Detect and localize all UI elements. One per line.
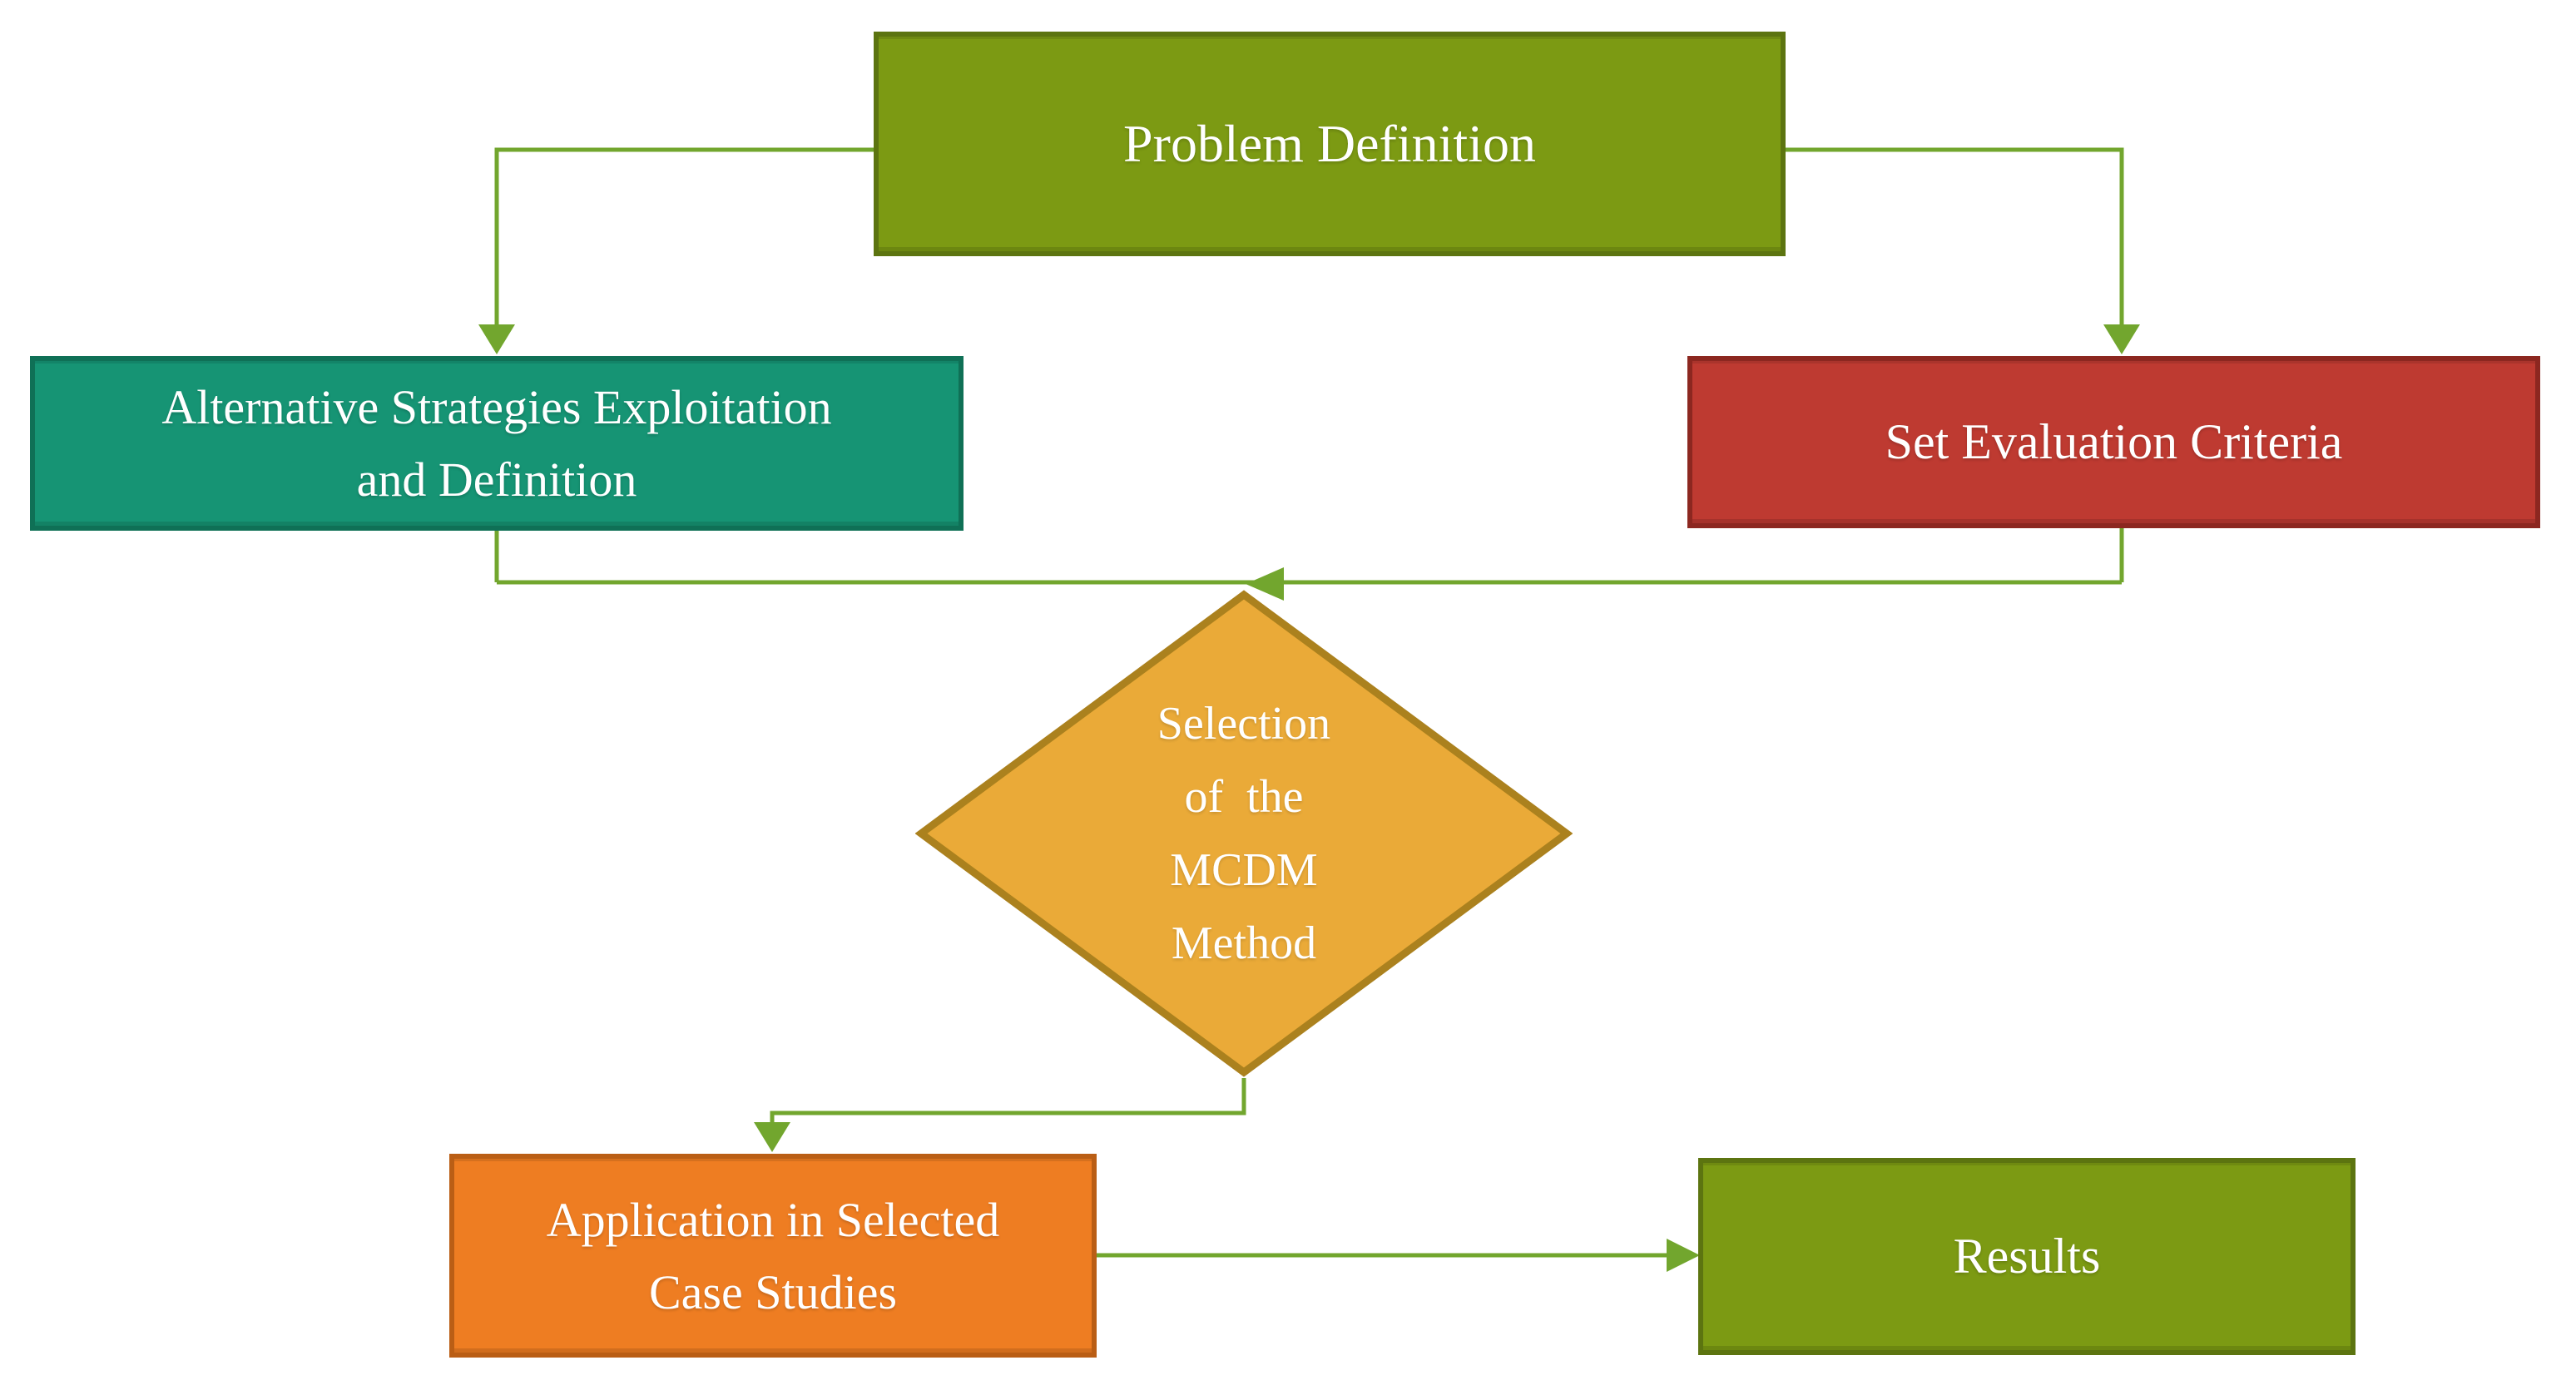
connector-problem-to-alternatives (478, 147, 874, 354)
arrowhead-down-icon (478, 324, 515, 354)
node-results: Results (1698, 1158, 2356, 1355)
diamond-label: Selection of the MCDM Method (915, 589, 1573, 1078)
arrowhead-down-icon (2103, 324, 2140, 354)
connector-merge-to-mcdm-diamond (494, 528, 2124, 601)
arrowhead-left-icon (1246, 567, 1284, 601)
node-set-evaluation-criteria: Set Evaluation Criteria (1687, 356, 2540, 528)
node-label: Problem Definition (1123, 114, 1536, 173)
node-label-line: of the (1184, 771, 1304, 823)
diamond-shape (915, 590, 1573, 1077)
node-label: Set Evaluation Criteria (1885, 414, 2343, 469)
node-alternative-strategies: Alternative Strategies Exploitation and … (30, 356, 964, 531)
connector-problem-to-criteria (1786, 147, 2140, 354)
node-label: Results (1953, 1229, 2101, 1284)
connector-mcdm-to-application (754, 1078, 1246, 1152)
node-label-line: Application in Selected (546, 1192, 1000, 1247)
node-problem-definition: Problem Definition (874, 32, 1786, 256)
arrowhead-down-icon (754, 1122, 790, 1152)
node-mcdm-selection-diamond: Selection of the MCDM Method (915, 589, 1573, 1078)
node-label-line: Selection (1157, 698, 1331, 749)
node-application-case-studies: Application in Selected Case Studies (449, 1154, 1097, 1358)
connector-application-to-results (1097, 1239, 1700, 1272)
node-label-line: Alternative Strategies Exploitation (161, 380, 832, 434)
arrowhead-right-icon (1667, 1239, 1700, 1272)
node-label-line: MCDM (1170, 844, 1318, 896)
node-label-line: Case Studies (648, 1264, 898, 1319)
node-label-line: and Definition (356, 453, 637, 507)
node-label-line: Method (1171, 918, 1317, 969)
